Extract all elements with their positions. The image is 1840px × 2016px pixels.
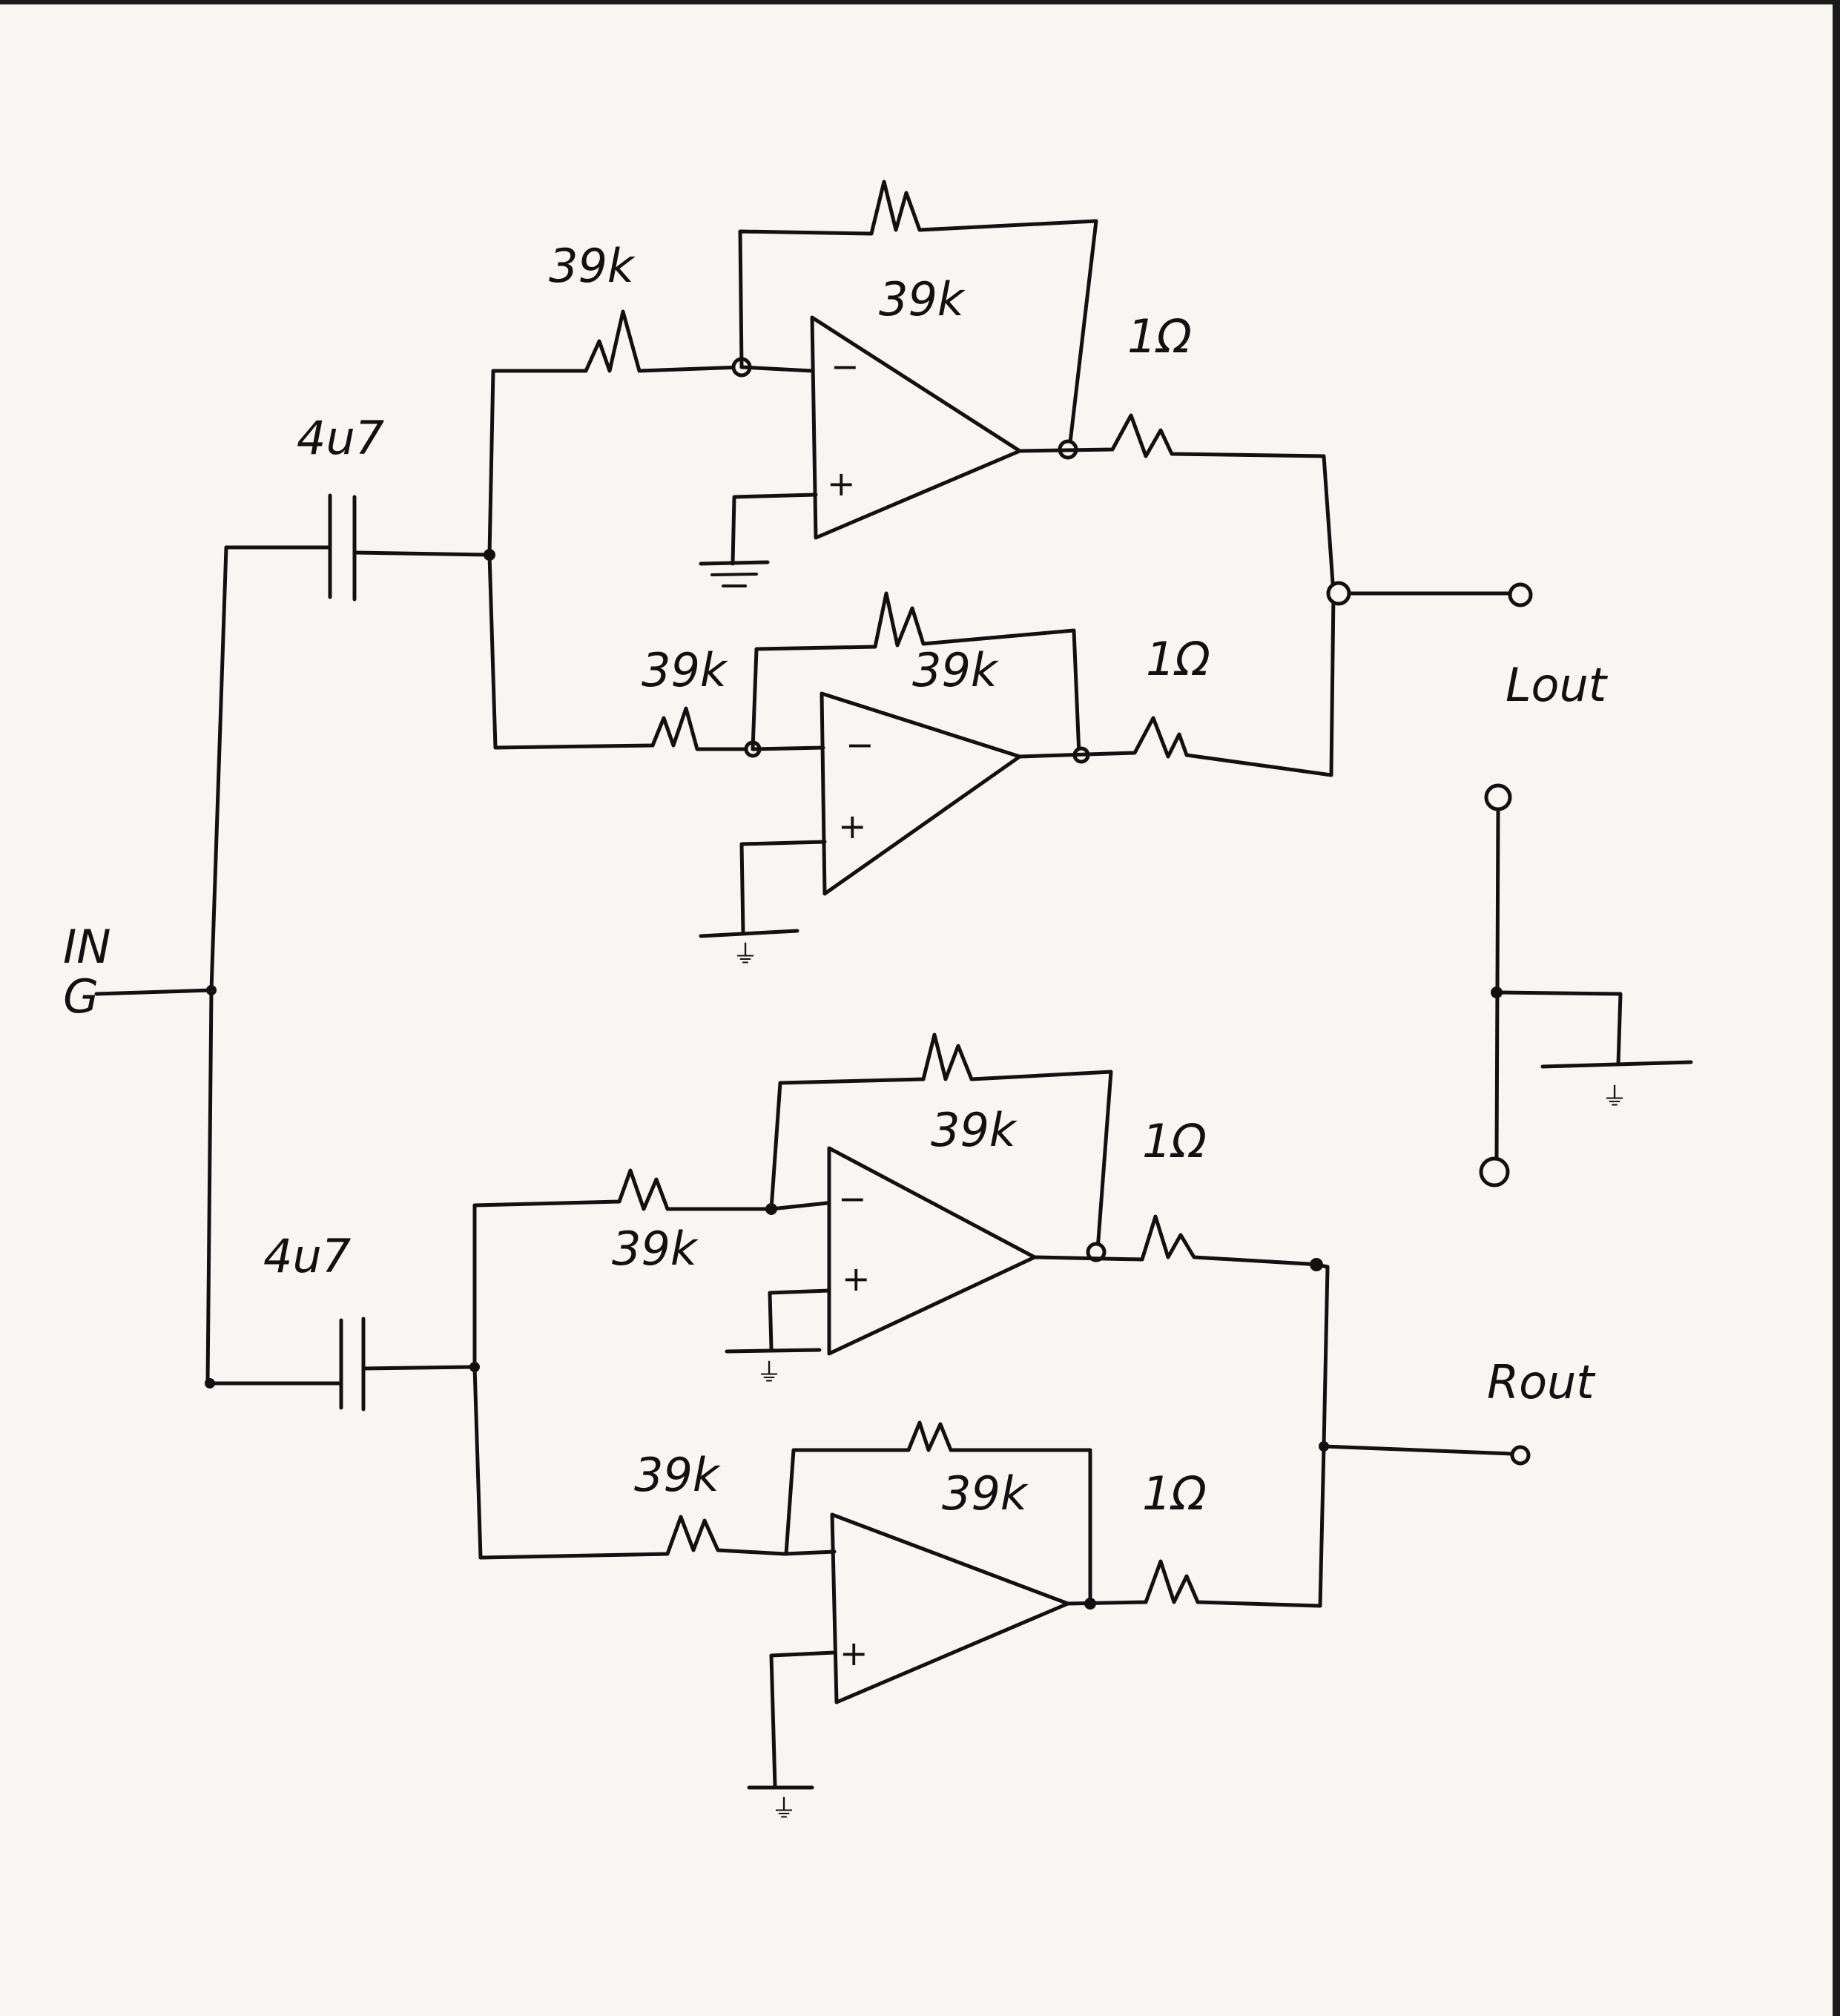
page-right-edge (1833, 0, 1840, 2016)
common-ground-mark: ⏚ (1602, 1082, 1627, 1112)
input-bus (205, 545, 228, 1386)
amp3-ground-mark: ⏚ (756, 1358, 782, 1388)
amp4-rf-label: 39k (942, 1466, 1029, 1521)
amp2-noninv-pin: + (838, 806, 867, 846)
amp2-rf-label: 39k (912, 643, 999, 697)
amp3-noninv-pin: + (842, 1259, 871, 1299)
amp1-rin-label: 39k (549, 239, 636, 293)
cap-top-label: 4u7 (297, 411, 384, 465)
bottom-split-bus (472, 1203, 483, 1560)
amp1-inv-pin: − (831, 346, 860, 386)
opamp-3: 39k − + 39k 1Ω ⏚ (472, 1032, 1330, 1449)
node-left-sum (1326, 581, 1351, 606)
amp2-inv-pin: − (845, 725, 874, 765)
left-output-label: Lout (1506, 658, 1609, 712)
right-output-wire (1322, 1444, 1514, 1456)
amp4-rout-label: 1Ω (1142, 1466, 1207, 1521)
left-output-terminal (1508, 582, 1533, 607)
capacitor-bottom: 4u7 (208, 1229, 477, 1411)
amp4-noninv-pin: + (840, 1633, 868, 1673)
amp3-rf-label: 39k (931, 1103, 1018, 1157)
amp1-rf-label: 39k (879, 272, 966, 326)
amp1-noninv-pin: + (827, 464, 856, 504)
input-label: IN (63, 920, 111, 974)
input-symbol: G (63, 969, 99, 1024)
capacitor-top: 4u7 (224, 411, 492, 602)
amp4-ground-mark: ⏚ (771, 1794, 797, 1824)
amp2-rin-label: 39k (642, 643, 728, 697)
amp2-rout-label: 1Ω (1146, 632, 1210, 686)
amp3-rin-label: 39k (612, 1222, 699, 1276)
amp1-rout-label: 1Ω (1127, 309, 1192, 363)
amp3-inv-pin: − (838, 1179, 867, 1219)
top-split-bus (487, 369, 498, 750)
right-output-label: Rout (1487, 1355, 1596, 1409)
amp4-rin-label: 39k (634, 1448, 721, 1502)
input-terminal: IN G (63, 920, 217, 1024)
page-top-edge (0, 0, 1840, 4)
ground-terminals: ⏚ (1479, 783, 1693, 1187)
opamp-1: 39k − + 39k 1Ω (491, 179, 1336, 596)
opamp-4: 39k + 39k 1Ω ⏚ (478, 1420, 1326, 1824)
right-output-terminal (1510, 1445, 1531, 1466)
amp3-rout-label: 1Ω (1142, 1114, 1207, 1168)
cap-bottom-label: 4u7 (263, 1229, 351, 1283)
amp2-ground-mark: ⏚ (733, 940, 758, 969)
opamp-2: 39k − + 39k 1Ω ⏚ (493, 591, 1336, 969)
